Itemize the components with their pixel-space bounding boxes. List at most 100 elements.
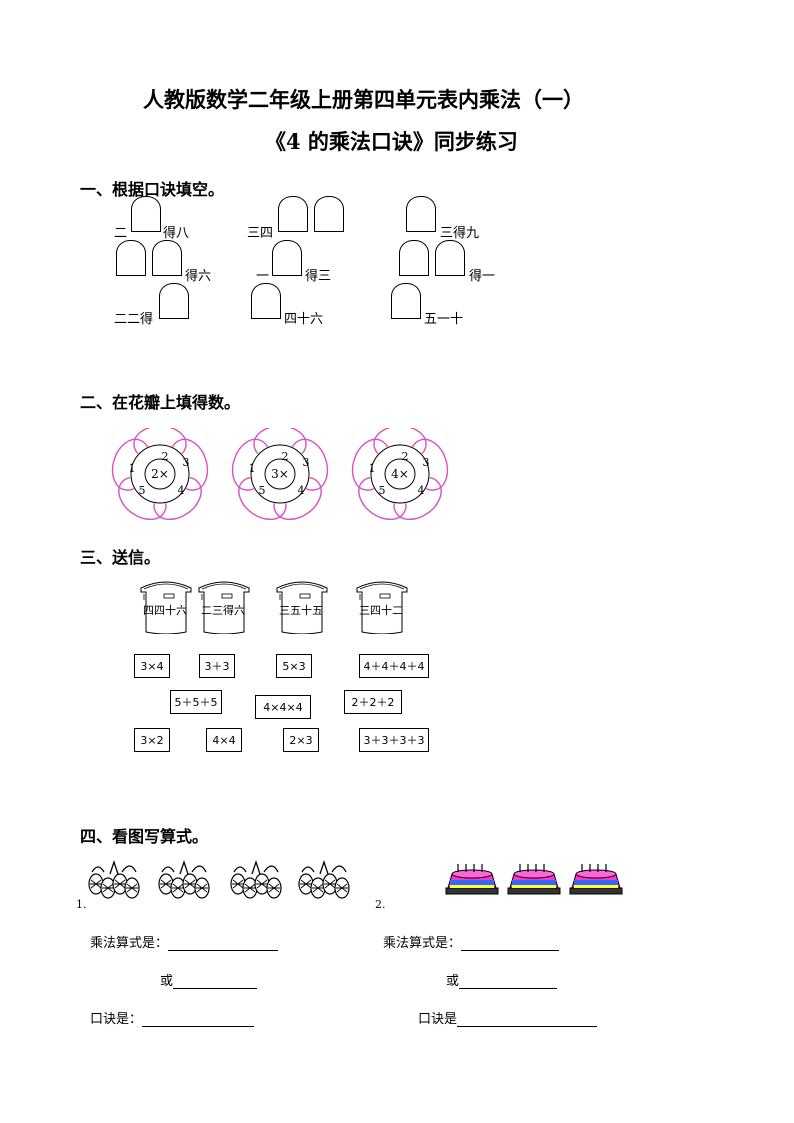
q1-or-blank[interactable]: [173, 988, 258, 989]
page-title: 人教版数学二年级上册第四单元表内乘法（一）: [143, 87, 584, 112]
s1-item1-suffix: 得八: [163, 226, 190, 241]
flower-center-ring: [384, 458, 416, 490]
section1-heading: 一、根据口诀填空。: [80, 180, 225, 199]
answer-box[interactable]: [272, 240, 302, 276]
answer-box[interactable]: [152, 240, 182, 276]
section3-heading: 三、送信。: [80, 548, 161, 567]
answer-box[interactable]: [391, 283, 421, 319]
petal-number: 1: [129, 462, 136, 475]
q2-or-label: 或: [446, 974, 460, 989]
letter-card[interactable]: 3＋3: [199, 654, 235, 678]
cake-icon: [507, 864, 561, 895]
letter-card[interactable]: 3＋3＋3＋3: [359, 728, 429, 752]
cake-picture: [445, 864, 623, 895]
q1-or-label: 或: [160, 974, 174, 989]
q1-rhyme-blank[interactable]: [142, 1026, 255, 1027]
flower-center-ring: [144, 458, 176, 490]
flower-center-ring: [264, 458, 296, 490]
q2-formula-label: 乘法算式是：: [383, 936, 462, 951]
answer-box[interactable]: [116, 240, 146, 276]
flower-center-label: 4×: [391, 467, 409, 481]
letter-card[interactable]: 2×3: [283, 728, 319, 752]
petal-number: 5: [379, 484, 386, 497]
s1-item3-suffix: 三得九: [440, 226, 480, 241]
answer-box[interactable]: [131, 196, 161, 232]
petal-number: 2: [402, 450, 409, 463]
letter-card[interactable]: 4×4×4: [255, 695, 311, 719]
q1-number: 1.: [76, 898, 87, 911]
answer-box[interactable]: [406, 196, 436, 232]
q1-rhyme-label: 口诀是：: [90, 1012, 143, 1027]
answer-box[interactable]: [314, 196, 344, 232]
letter-card[interactable]: 5×3: [276, 654, 312, 678]
s1-item2-prefix: 三四: [247, 226, 274, 241]
s1-item5-suffix: 得三: [305, 269, 332, 284]
letter-card[interactable]: 3×4: [134, 654, 170, 678]
q1-formula-row: 乘法算式是：: [90, 932, 279, 951]
flower-center-label: 3×: [271, 467, 289, 481]
answer-box[interactable]: [278, 196, 308, 232]
mailbox-icon: [198, 581, 250, 635]
mailbox-icon: [356, 581, 408, 635]
flower-outer-ring: [370, 444, 430, 504]
q2-formula-blank[interactable]: [461, 950, 560, 951]
letter-card[interactable]: 3×2: [134, 728, 170, 752]
answer-box[interactable]: [159, 283, 189, 319]
pinecone-icon: [230, 859, 282, 899]
petal-number: 3: [303, 456, 310, 469]
mailbox[interactable]: 四四十六: [140, 578, 192, 638]
q2-rhyme-label: 口诀是: [418, 1012, 458, 1027]
q2-or-blank[interactable]: [459, 988, 558, 989]
letter-card[interactable]: 4＋4＋4＋4: [359, 654, 429, 678]
petal-number: 3: [423, 456, 430, 469]
petal-number: 1: [369, 462, 376, 475]
answer-box[interactable]: [435, 240, 465, 276]
petal-number: 4: [418, 484, 425, 497]
pinecone-picture: [88, 859, 350, 899]
q2-rhyme-blank[interactable]: [457, 1026, 598, 1027]
page-subtitle: 《4 的乘法口诀》同步练习: [265, 129, 518, 154]
s1-item9-suffix: 五一十: [424, 312, 464, 327]
cake-icon: [445, 864, 499, 895]
q1-rhyme-row: 口诀是：: [90, 1008, 255, 1027]
answer-box[interactable]: [251, 283, 281, 319]
mailbox-label: 三五十五: [279, 604, 323, 617]
mailbox-label: 四四十六: [143, 604, 187, 617]
q2-number: 2.: [375, 898, 386, 911]
mailbox-icon: [276, 581, 328, 635]
q1-formula-blank[interactable]: [168, 950, 279, 951]
petal-number: 5: [139, 484, 146, 497]
cake-icon: [569, 864, 623, 895]
petal-number: 4: [178, 484, 185, 497]
s1-item1-prefix: 二: [114, 226, 128, 241]
answer-box[interactable]: [399, 240, 429, 276]
pinecone-icon: [158, 859, 210, 899]
s1-item5-prefix: 一: [256, 269, 270, 284]
q2-formula-row: 乘法算式是：: [383, 932, 560, 951]
mailbox[interactable]: 二三得六: [198, 578, 250, 638]
letter-card[interactable]: 4×4: [206, 728, 242, 752]
flower: 4× 2 3 4 51: [351, 428, 449, 520]
pinecone-icon: [298, 859, 350, 899]
flower-outer-ring: [250, 444, 310, 504]
petal-number: 4: [298, 484, 305, 497]
letter-card[interactable]: 5＋5＋5: [170, 690, 222, 714]
mailbox-label: 三四十二: [359, 604, 403, 617]
mailbox-label: 二三得六: [201, 604, 245, 617]
s1-item8-suffix: 四十六: [284, 312, 324, 327]
mailbox-icon: [140, 581, 192, 635]
mailbox[interactable]: 三五十五: [276, 578, 328, 638]
petal-number: 1: [249, 462, 256, 475]
s1-item6-suffix: 得一: [469, 269, 496, 284]
mailbox[interactable]: 三四十二: [356, 578, 408, 638]
petal-number: 2: [282, 450, 289, 463]
section2-heading: 二、在花瓣上填得数。: [80, 393, 241, 412]
q1-or-row: 或: [160, 970, 258, 989]
s1-item4-suffix: 得六: [185, 269, 212, 284]
petal-number: 3: [183, 456, 190, 469]
pinecone-icon: [88, 859, 140, 899]
flower-center-label: 2×: [151, 467, 169, 481]
letter-card[interactable]: 2＋2＋2: [344, 690, 402, 714]
